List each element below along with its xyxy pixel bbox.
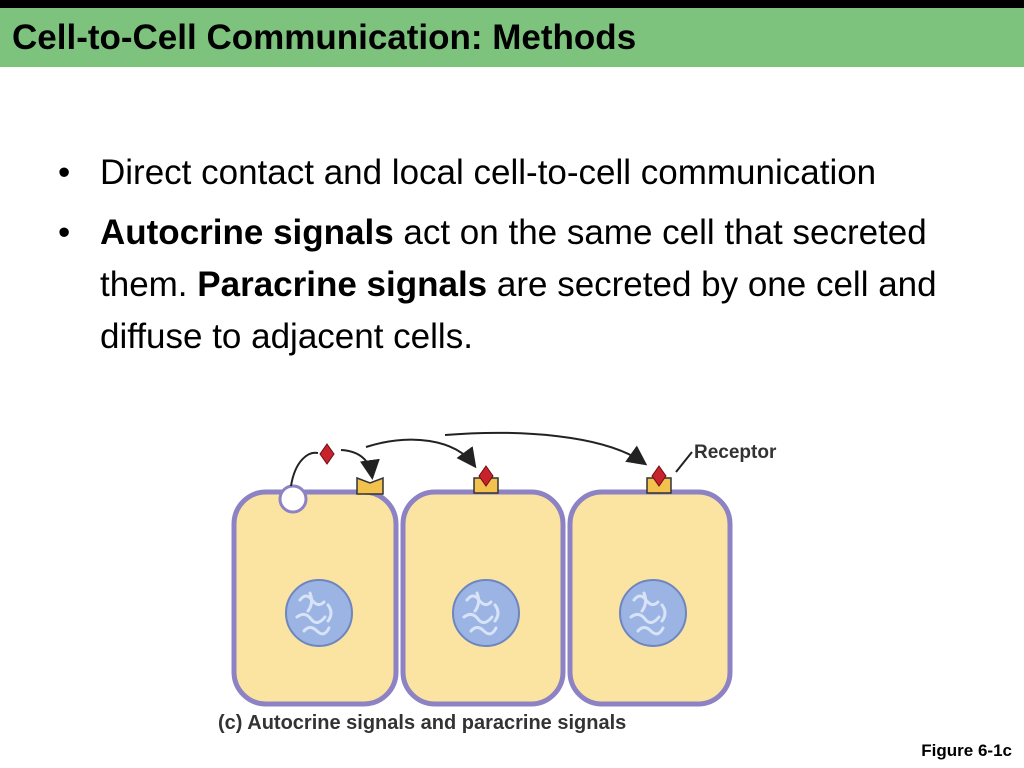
nucleus-cell-1 [285, 579, 353, 647]
signaling-figure: Receptor (c) Autocrine signals and parac… [200, 425, 820, 745]
signal-molecule-bound-2 [478, 465, 494, 487]
bullet-text-1: Direct contact and local cell-to-cell co… [100, 153, 877, 192]
nucleus-cell-3 [619, 579, 687, 647]
bullet-dot-2: • [58, 213, 71, 252]
paracrine-term: Paracrine signals [197, 265, 488, 304]
bullet-item-2: Direct contact and local cell-to-cell co… [58, 207, 958, 363]
secretory-vesicle [278, 484, 308, 514]
autocrine-description: act on the same cell that secreted them. [100, 213, 927, 304]
title-bar: Cell-to-Cell Communication: Methods [0, 8, 1024, 67]
secretion-arc [290, 451, 319, 487]
bullet-dot: • [58, 153, 71, 192]
bullet-list: • Direct contact and local cell-to-cell … [58, 147, 958, 371]
receptor-leader-line [675, 451, 693, 473]
cell-diagram [231, 431, 733, 707]
bullet-item-1: • Direct contact and local cell-to-cell … [58, 147, 958, 199]
figure-reference: Figure 6-1c [921, 741, 1012, 760]
paracrine-arrow-1 [365, 438, 477, 469]
receptor-label: Receptor [694, 442, 777, 463]
paracrine-description: are secreted by one cell and diffuse to … [100, 265, 937, 356]
signal-molecule-bound-3 [651, 465, 667, 487]
autocrine-term: Autocrine signals [100, 213, 394, 252]
top-rule [0, 0, 1024, 8]
signal-molecule-free [319, 443, 335, 465]
slide-title: Cell-to-Cell Communication: Methods [12, 18, 637, 57]
receptor-cell-1 [356, 476, 384, 495]
autocrine-arrow [340, 449, 380, 480]
paracrine-arrow-2 [444, 431, 648, 466]
nucleus-cell-2 [452, 579, 520, 647]
figure-caption: (c) Autocrine signals and paracrine sign… [218, 712, 627, 734]
